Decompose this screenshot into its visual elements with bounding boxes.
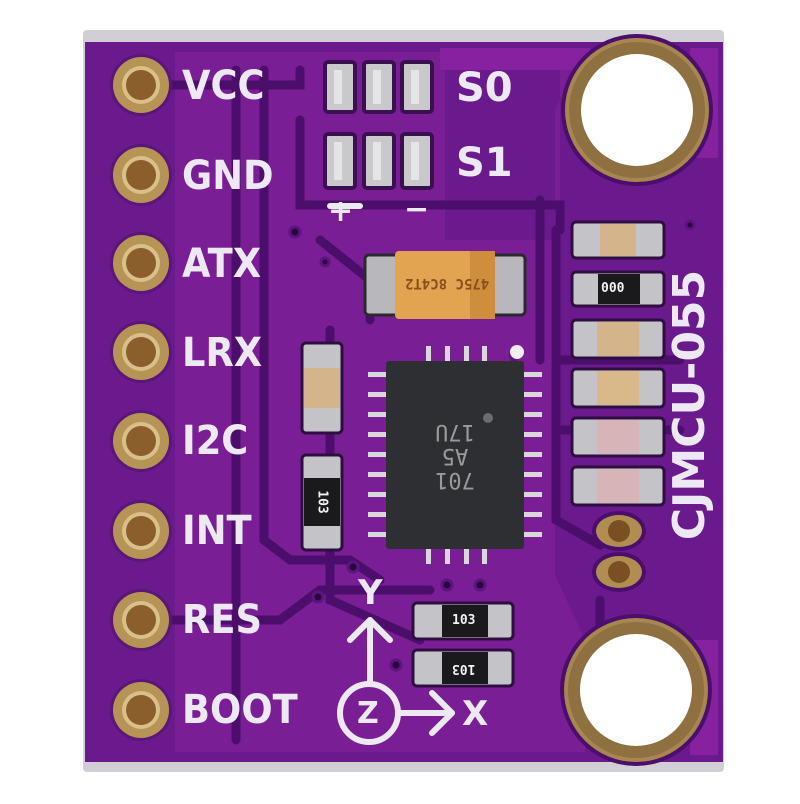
mounting-hole-bottom [560,614,712,766]
ic-pins [368,346,542,564]
mounting-hole-top [561,34,713,186]
axis-label-y: Y [358,573,383,613]
pin-label-res: RES [182,597,262,643]
brand-label: CJMCU-055 [664,269,715,541]
pin-label-int: INT [182,508,252,554]
resistor-code-left: 103 [314,490,330,514]
polarity-minus: − [404,192,430,227]
tantalum-capacitor [363,251,527,319]
jumper-label-s1: S1 [456,140,513,186]
small-pads [592,511,646,592]
polarity-plus: + [328,194,354,229]
resistor-code-right: 000 [601,281,625,296]
smd-left-column [300,341,344,552]
axis-label-z: Z [357,696,379,731]
pin-label-atx: ATX [182,241,262,287]
axis-label-x: X [462,694,489,734]
pin-label-boot: BOOT [182,687,298,733]
tantalum-marking: 475C 8C4T2 [405,275,490,291]
pin-label-i2c: I2C [182,418,249,464]
pin-label-vcc: VCC [182,63,265,109]
pin-pads [110,54,172,741]
pin-label-lrx: LRX [182,330,263,376]
smd-right-column [570,220,666,507]
ic-chip-body [386,361,524,549]
resistor-code-bottom-2: 103 [452,661,476,676]
smd-bottom-resistors [411,601,515,688]
pin-label-gnd: GND [182,153,274,199]
resistor-code-bottom-1: 103 [452,613,476,628]
jumper-label-s0: S0 [456,65,513,111]
axis-diagram [327,203,455,745]
chip-marking: 701 A5 17U [435,419,475,492]
solder-jumpers [323,60,434,190]
